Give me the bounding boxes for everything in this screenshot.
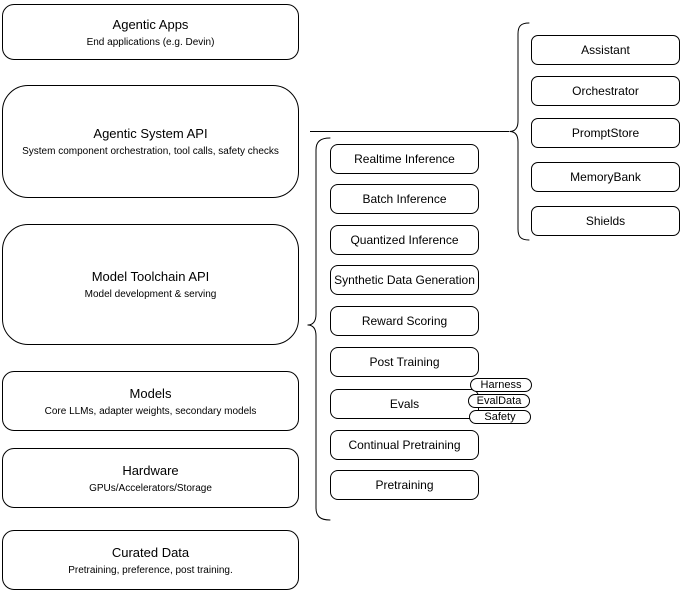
box-title: Agentic System API xyxy=(93,126,208,141)
box-model-toolchain-api[interactable]: Model Toolchain API Model development & … xyxy=(2,224,299,345)
box-pretraining[interactable]: Pretraining xyxy=(330,470,479,500)
box-subtitle: GPUs/Accelerators/Storage xyxy=(89,482,212,494)
tag-label: Safety xyxy=(484,411,516,423)
box-synthetic-data-generation[interactable]: Synthetic Data Generation xyxy=(330,265,479,295)
tag-evaldata[interactable]: EvalData xyxy=(468,394,530,408)
box-label: Shields xyxy=(585,214,626,228)
box-batch-inference[interactable]: Batch Inference xyxy=(330,184,479,214)
system-brace xyxy=(509,22,530,241)
box-label: Batch Inference xyxy=(362,192,447,206)
tag-label: Harness xyxy=(480,379,522,391)
box-label: Orchestrator xyxy=(572,84,639,98)
box-subtitle: Core LLMs, adapter weights, secondary mo… xyxy=(44,405,257,417)
toolchain-brace xyxy=(307,137,331,521)
box-label: Evals xyxy=(389,397,420,411)
box-hardware[interactable]: Hardware GPUs/Accelerators/Storage xyxy=(2,448,299,508)
box-promptstore[interactable]: PromptStore xyxy=(531,118,680,148)
box-post-training[interactable]: Post Training xyxy=(330,347,479,377)
box-models[interactable]: Models Core LLMs, adapter weights, secon… xyxy=(2,371,299,431)
box-reward-scoring[interactable]: Reward Scoring xyxy=(330,306,479,336)
tag-harness[interactable]: Harness xyxy=(470,378,532,392)
box-continual-pretraining[interactable]: Continual Pretraining xyxy=(330,430,479,460)
box-label: MemoryBank xyxy=(570,170,641,184)
box-subtitle: End applications (e.g. Devin) xyxy=(86,36,215,48)
box-title: Agentic Apps xyxy=(112,16,189,32)
box-agentic-system-api[interactable]: Agentic System API System component orch… xyxy=(2,85,299,198)
box-label: Post Training xyxy=(369,355,440,369)
box-label: Continual Pretraining xyxy=(348,438,461,452)
box-label: Pretraining xyxy=(375,478,434,492)
box-label: Assistant xyxy=(581,43,630,57)
box-label: Realtime Inference xyxy=(354,152,455,166)
box-realtime-inference[interactable]: Realtime Inference xyxy=(330,144,479,174)
box-agentic-apps[interactable]: Agentic Apps End applications (e.g. Devi… xyxy=(2,4,299,60)
box-label: PromptStore xyxy=(571,126,640,140)
tag-safety[interactable]: Safety xyxy=(469,410,531,424)
box-subtitle: Pretraining, preference, post training. xyxy=(68,564,233,576)
box-quantized-inference[interactable]: Quantized Inference xyxy=(330,225,479,255)
box-subtitle: System component orchestration, tool cal… xyxy=(22,146,279,157)
tag-label: EvalData xyxy=(476,395,522,407)
box-curated-data[interactable]: Curated Data Pretraining, preference, po… xyxy=(2,530,299,590)
box-assistant[interactable]: Assistant xyxy=(531,35,680,65)
box-evals[interactable]: Evals xyxy=(330,389,479,419)
box-shields[interactable]: Shields xyxy=(531,206,680,236)
box-label: Reward Scoring xyxy=(361,314,448,328)
box-title: Hardware xyxy=(122,462,179,478)
box-title: Curated Data xyxy=(111,544,190,560)
box-title: Models xyxy=(129,385,172,401)
box-title: Model Toolchain API xyxy=(91,269,210,284)
box-label: Synthetic Data Generation xyxy=(334,273,475,287)
box-label: Quantized Inference xyxy=(350,233,459,247)
box-orchestrator[interactable]: Orchestrator xyxy=(531,76,680,106)
box-subtitle: Model development & serving xyxy=(84,289,217,300)
box-memorybank[interactable]: MemoryBank xyxy=(531,162,680,192)
